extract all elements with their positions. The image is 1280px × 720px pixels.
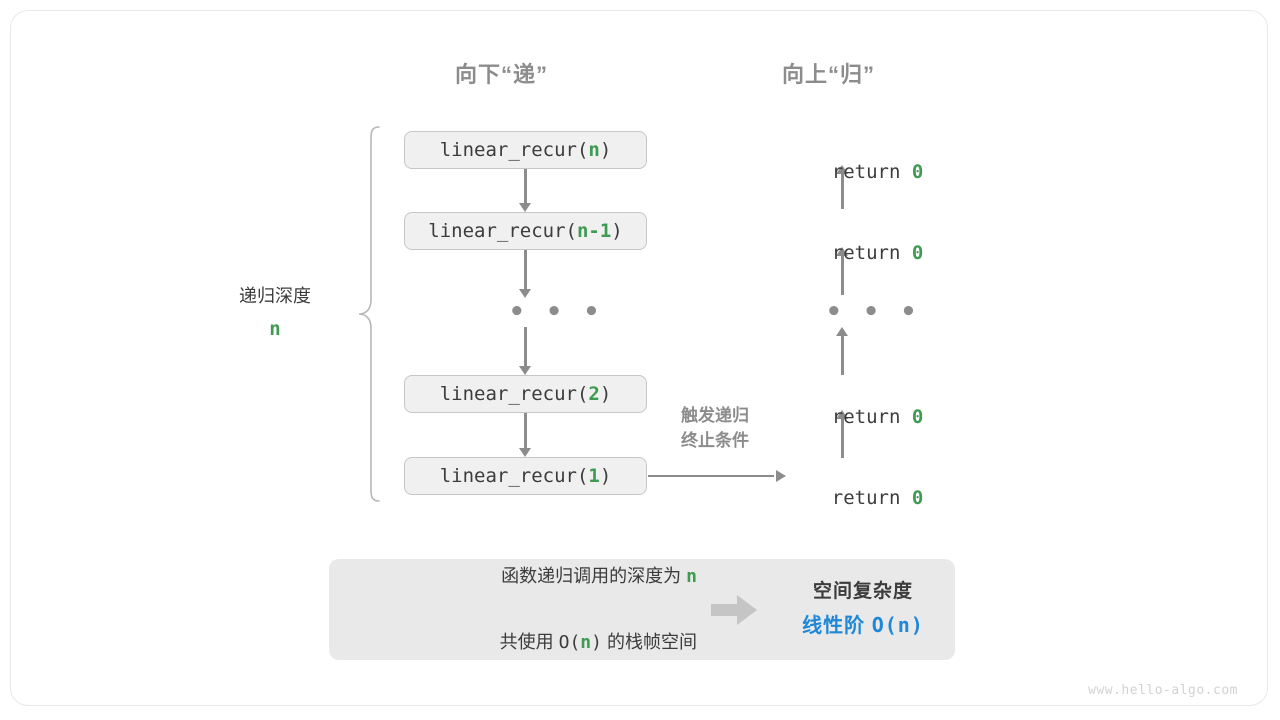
call-arg: 2	[588, 383, 600, 405]
up-arrow-2	[835, 247, 849, 295]
summary-value: 线性阶 O(n)	[771, 609, 955, 642]
column-heading-ascend: 向上“归”	[782, 62, 876, 87]
down-arrow-3	[518, 327, 532, 375]
summary-arrow-icon	[697, 594, 771, 625]
return-value: 0	[911, 487, 924, 509]
down-arrow-1	[518, 169, 532, 212]
return-keyword: return	[831, 406, 912, 428]
ellipsis-left: • • •	[509, 297, 603, 327]
call-box-n-minus-1[interactable]: linear_recur(n-1)	[404, 212, 647, 250]
call-suffix: )	[611, 220, 623, 242]
call-box-1[interactable]: linear_recur(1)	[404, 457, 647, 495]
call-suffix: )	[599, 383, 612, 405]
call-prefix: linear_recur(	[428, 220, 577, 242]
summary-value-notation: O(n)	[871, 613, 924, 638]
ellipsis-right: • • •	[826, 297, 920, 327]
summary-title: 空间复杂度	[812, 580, 913, 602]
recursion-depth-value: n	[269, 317, 281, 340]
return-value: 0	[911, 242, 924, 264]
summary-line2-n: n	[580, 632, 592, 654]
summary-box: 函数递归调用的深度为 n 共使用 O(n) 的栈帧空间 空间复杂度 线性阶 O(…	[329, 559, 955, 660]
call-prefix: linear_recur(	[439, 383, 589, 405]
call-prefix: linear_recur(	[439, 465, 589, 487]
summary-line2-text: 共使用	[499, 632, 559, 653]
terminate-condition-label: 触发递归 终止条件	[650, 404, 780, 453]
return-keyword: return	[831, 242, 912, 264]
recursion-depth-text: 递归深度	[239, 286, 311, 306]
up-arrow-1	[835, 165, 849, 209]
call-arg: n	[588, 139, 600, 161]
call-prefix: linear_recur(	[439, 139, 589, 161]
summary-value-label: 线性阶	[802, 615, 872, 638]
base-case-arrow	[648, 469, 786, 483]
down-arrow-2	[518, 250, 532, 298]
summary-line1-text: 函数递归调用的深度为	[501, 565, 687, 586]
return-value: 0	[911, 161, 924, 183]
return-statement-3: return 0	[786, 384, 924, 450]
return-statement-1: return 0	[786, 139, 924, 205]
return-statement-2: return 0	[786, 220, 924, 286]
return-statement-4: return 0	[786, 465, 924, 531]
call-suffix: )	[599, 139, 612, 161]
call-arg: n-1	[576, 220, 612, 242]
return-keyword: return	[831, 487, 912, 509]
call-arg: 1	[588, 465, 600, 487]
return-keyword: return	[831, 161, 912, 183]
summary-line2-tail: 的栈帧空间	[601, 632, 697, 653]
down-arrow-4	[518, 413, 532, 457]
recursion-depth-label: 递归深度 n	[200, 283, 350, 344]
up-arrow-3	[835, 327, 849, 375]
up-arrow-4	[835, 410, 849, 458]
column-heading-descend: 向下“递”	[455, 62, 549, 87]
call-box-n[interactable]: linear_recur(n)	[404, 131, 647, 169]
call-box-2[interactable]: linear_recur(2)	[404, 375, 647, 413]
terminate-line-2: 终止条件	[681, 430, 749, 450]
summary-line2-bigo: O(	[558, 632, 581, 654]
call-suffix: )	[599, 465, 612, 487]
terminate-line-1: 触发递归	[681, 406, 749, 425]
curly-brace-icon	[358, 126, 380, 502]
summary-conclusion: 空间复杂度 线性阶 O(n)	[771, 577, 955, 642]
watermark: www.hello-algo.com	[1088, 683, 1238, 698]
summary-line2-paren: )	[591, 632, 602, 654]
summary-description: 函数递归调用的深度为 n 共使用 O(n) 的栈帧空间	[329, 526, 697, 692]
summary-line1-n: n	[686, 565, 697, 587]
return-value: 0	[911, 406, 924, 428]
